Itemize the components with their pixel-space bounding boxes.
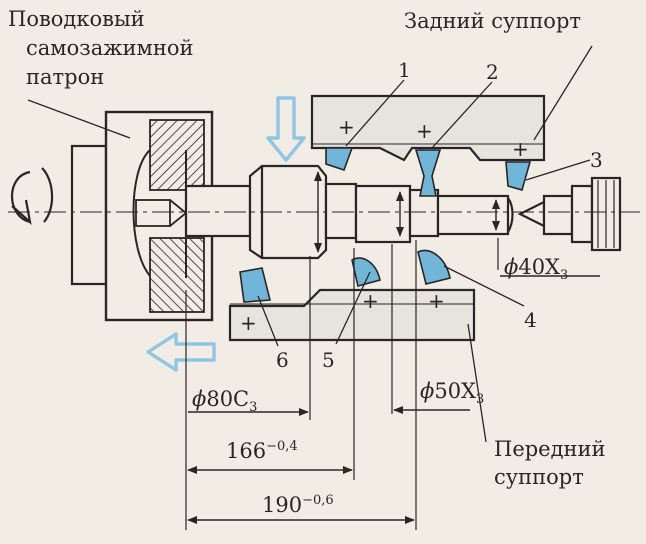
dim-diameter-40: ϕ40X3 xyxy=(504,256,568,283)
phi-symbol: ϕ xyxy=(192,387,207,411)
workpiece-shaft xyxy=(184,164,514,260)
plus-mark: + xyxy=(416,119,433,143)
dim-value: 80C xyxy=(206,387,250,411)
dim-value: 166 xyxy=(226,439,267,463)
dim-value: 50X xyxy=(434,379,476,403)
plus-mark: + xyxy=(338,115,355,139)
tool-number-2: 2 xyxy=(486,60,499,84)
feed-arrow-down-icon xyxy=(266,96,306,162)
dim-length-190: 190−0,6 xyxy=(262,494,334,516)
extension-lines xyxy=(185,238,499,530)
leader-lines xyxy=(27,45,593,443)
front-tools xyxy=(239,249,451,303)
rotation-arrow-icon xyxy=(10,167,54,225)
front-support-label-line1: Передний xyxy=(494,437,606,461)
dim-diameter-80: ϕ80C3 xyxy=(192,388,257,415)
chuck-label-line1: Поводковый xyxy=(8,7,145,31)
tailstock-center xyxy=(517,176,622,252)
phi-symbol: ϕ xyxy=(420,379,435,403)
dim-subscript: 3 xyxy=(249,400,258,416)
front-support-label-line2: суппорт xyxy=(494,465,584,489)
dim-length-166: 166−0,4 xyxy=(226,440,298,462)
dim-subscript: 3 xyxy=(560,268,569,284)
chuck-label-line3: патрон xyxy=(26,65,105,89)
plus-mark: + xyxy=(512,137,529,161)
plus-mark: + xyxy=(362,289,379,313)
feed-arrow-left-icon xyxy=(146,332,216,372)
dim-value: 190 xyxy=(262,493,303,517)
phi-symbol: ϕ xyxy=(504,255,519,279)
dim-tolerance: −0,6 xyxy=(302,493,334,508)
tool-number-5: 5 xyxy=(322,348,335,372)
tool-number-3: 3 xyxy=(590,148,603,172)
dimension-lines xyxy=(187,275,600,524)
front-support-block: + + + xyxy=(228,288,476,342)
plus-mark: + xyxy=(428,289,445,313)
rear-support-label: Задний суппорт xyxy=(404,9,582,33)
dim-subscript: 3 xyxy=(476,392,485,408)
chuck-label-line2: самозажимной xyxy=(26,36,194,60)
diameter-markers xyxy=(314,171,500,253)
tool-number-4: 4 xyxy=(524,308,537,332)
plus-mark: + xyxy=(240,311,257,335)
dim-diameter-50: ϕ50X3 xyxy=(420,380,484,407)
rear-support-block: + + + xyxy=(310,94,546,162)
rear-tools xyxy=(325,147,532,197)
dim-tolerance: −0,4 xyxy=(266,439,298,454)
tool-number-6: 6 xyxy=(276,348,289,372)
tool-number-1: 1 xyxy=(398,58,411,82)
dim-value: 40X xyxy=(518,255,560,279)
